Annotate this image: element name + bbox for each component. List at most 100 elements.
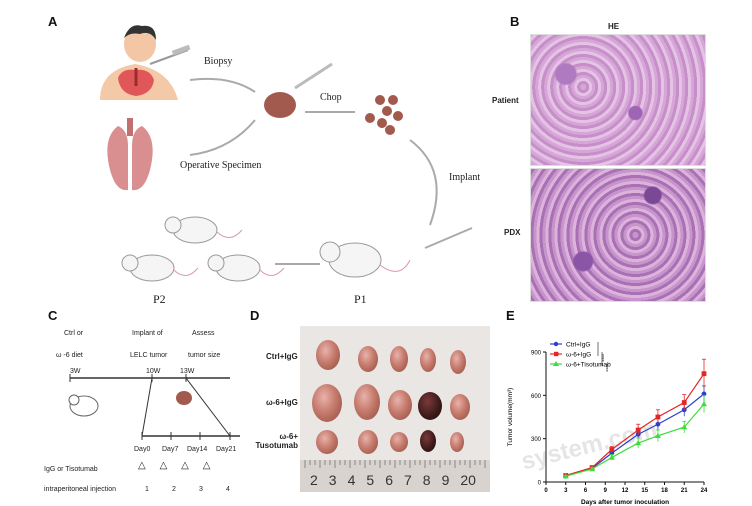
tumor bbox=[450, 432, 464, 452]
c-assess-label2: tumor size bbox=[188, 352, 221, 359]
mouse-p2-a bbox=[164, 216, 243, 244]
data-point bbox=[562, 473, 569, 479]
biopsy-label: Biopsy bbox=[204, 56, 233, 67]
c-injection-2: 2 bbox=[172, 486, 176, 493]
c-injection-1: 1 bbox=[145, 486, 149, 493]
tumor bbox=[388, 390, 412, 420]
biopsy-arrow bbox=[189, 77, 256, 93]
series-line-1 bbox=[565, 373, 705, 477]
y-tick-label: 900 bbox=[531, 351, 542, 357]
schematic-drawing bbox=[100, 25, 473, 282]
c-treatment-label: IgG or Tisotumab bbox=[44, 466, 98, 473]
tumor bbox=[390, 432, 408, 452]
tumor bbox=[358, 346, 378, 372]
series-line-0 bbox=[565, 393, 705, 477]
c-week-10: 10W bbox=[146, 368, 161, 375]
c-triangles: △ △ △ △ bbox=[138, 460, 211, 471]
patient-figure bbox=[100, 25, 191, 100]
x-tick-label: 9 bbox=[604, 488, 608, 494]
x-tick-label: 0 bbox=[544, 488, 548, 494]
c-day-14: Day14 bbox=[187, 446, 208, 453]
x-tick-label: 6 bbox=[584, 488, 588, 494]
d-row-w6-igg: ω-6+IgG bbox=[266, 398, 298, 407]
mouse-p2-b bbox=[121, 254, 199, 282]
legend-marker bbox=[554, 351, 559, 357]
histology-pdx-image bbox=[530, 168, 706, 302]
x-tick-label: 3 bbox=[564, 488, 568, 494]
legend-label: Ctrl+IgG bbox=[566, 342, 590, 349]
d-row-ctrl: Ctrl+IgG bbox=[266, 352, 298, 361]
c-diet-label2: ω -6 diet bbox=[56, 352, 83, 359]
significance-mark: **** bbox=[598, 354, 604, 362]
d-row-w6-tuso: ω-6+ Tusotumab bbox=[255, 432, 298, 450]
c-timeline bbox=[68, 374, 240, 440]
tumor bbox=[420, 430, 436, 452]
specimen-arrow bbox=[189, 119, 256, 156]
c-day-21: Day21 bbox=[216, 446, 237, 453]
data-point bbox=[655, 421, 661, 427]
panel-label-d: D bbox=[250, 308, 260, 323]
c-injection-4: 4 bbox=[226, 486, 230, 493]
data-point bbox=[654, 432, 661, 438]
tumor bbox=[390, 346, 408, 372]
lung-specimen bbox=[107, 118, 153, 191]
y-axis-label: Tumor volume(mm³) bbox=[507, 388, 514, 447]
x-tick-label: 12 bbox=[622, 488, 629, 494]
legend-marker bbox=[553, 341, 559, 347]
panel-label-b: B bbox=[510, 14, 520, 29]
tumor-tissue bbox=[264, 92, 296, 118]
c-day-7: Day7 bbox=[162, 446, 179, 453]
legend-marker bbox=[553, 361, 559, 366]
legend-label: ω-6+IgG bbox=[566, 352, 591, 359]
p1-label: P1 bbox=[354, 292, 367, 306]
c-injection-3: 3 bbox=[199, 486, 203, 493]
implant-arrow bbox=[409, 139, 438, 226]
data-point bbox=[701, 401, 707, 407]
data-point bbox=[701, 371, 707, 377]
tumor bbox=[420, 348, 436, 372]
p2-label: P2 bbox=[153, 292, 166, 306]
he-title: HE bbox=[608, 22, 620, 31]
chop-label: Chop bbox=[320, 92, 342, 103]
implant-label: Implant bbox=[449, 172, 481, 183]
tumor bbox=[450, 394, 470, 420]
x-tick-label: 21 bbox=[681, 488, 688, 494]
tumor bbox=[418, 392, 442, 420]
y-tick-label: 0 bbox=[538, 481, 542, 487]
data-point bbox=[589, 466, 596, 472]
mouse-p1 bbox=[319, 227, 473, 278]
histology-patient-image bbox=[530, 34, 706, 166]
x-axis-label: Days after tumor inoculation bbox=[581, 499, 669, 506]
panel-label-c: C bbox=[48, 308, 58, 323]
data-point bbox=[681, 424, 688, 430]
c-assess-label: Assess bbox=[192, 330, 215, 337]
pdx-row-label: PDX bbox=[504, 228, 521, 237]
data-point bbox=[635, 427, 641, 433]
mouse-p2-c bbox=[207, 254, 285, 282]
c-injection-label: intraperitoneal injection bbox=[44, 486, 116, 493]
tumor bbox=[358, 430, 378, 454]
c-day-0: Day0 bbox=[134, 446, 151, 453]
patient-row-label: Patient bbox=[492, 96, 519, 105]
data-point bbox=[609, 447, 615, 452]
panel-label-e: E bbox=[506, 308, 515, 323]
x-tick-label: 24 bbox=[701, 488, 708, 494]
series-line-2 bbox=[565, 403, 705, 477]
data-point bbox=[655, 414, 661, 420]
tumor bbox=[354, 384, 380, 420]
c-implant-label: Implant of bbox=[132, 330, 163, 337]
legend-label: ω-6+Tisotumab bbox=[566, 362, 611, 369]
panel-label-a: A bbox=[48, 14, 58, 29]
c-week-13: 13W bbox=[180, 368, 195, 375]
tumor bbox=[450, 350, 466, 374]
operative-label: Operative Specimen bbox=[180, 160, 262, 171]
y-tick-label: 300 bbox=[531, 437, 542, 443]
ruler-ticks bbox=[304, 460, 486, 468]
tumor bbox=[316, 430, 338, 454]
c-week-3: 3W bbox=[70, 368, 81, 375]
significance-mark: **** bbox=[602, 364, 608, 372]
